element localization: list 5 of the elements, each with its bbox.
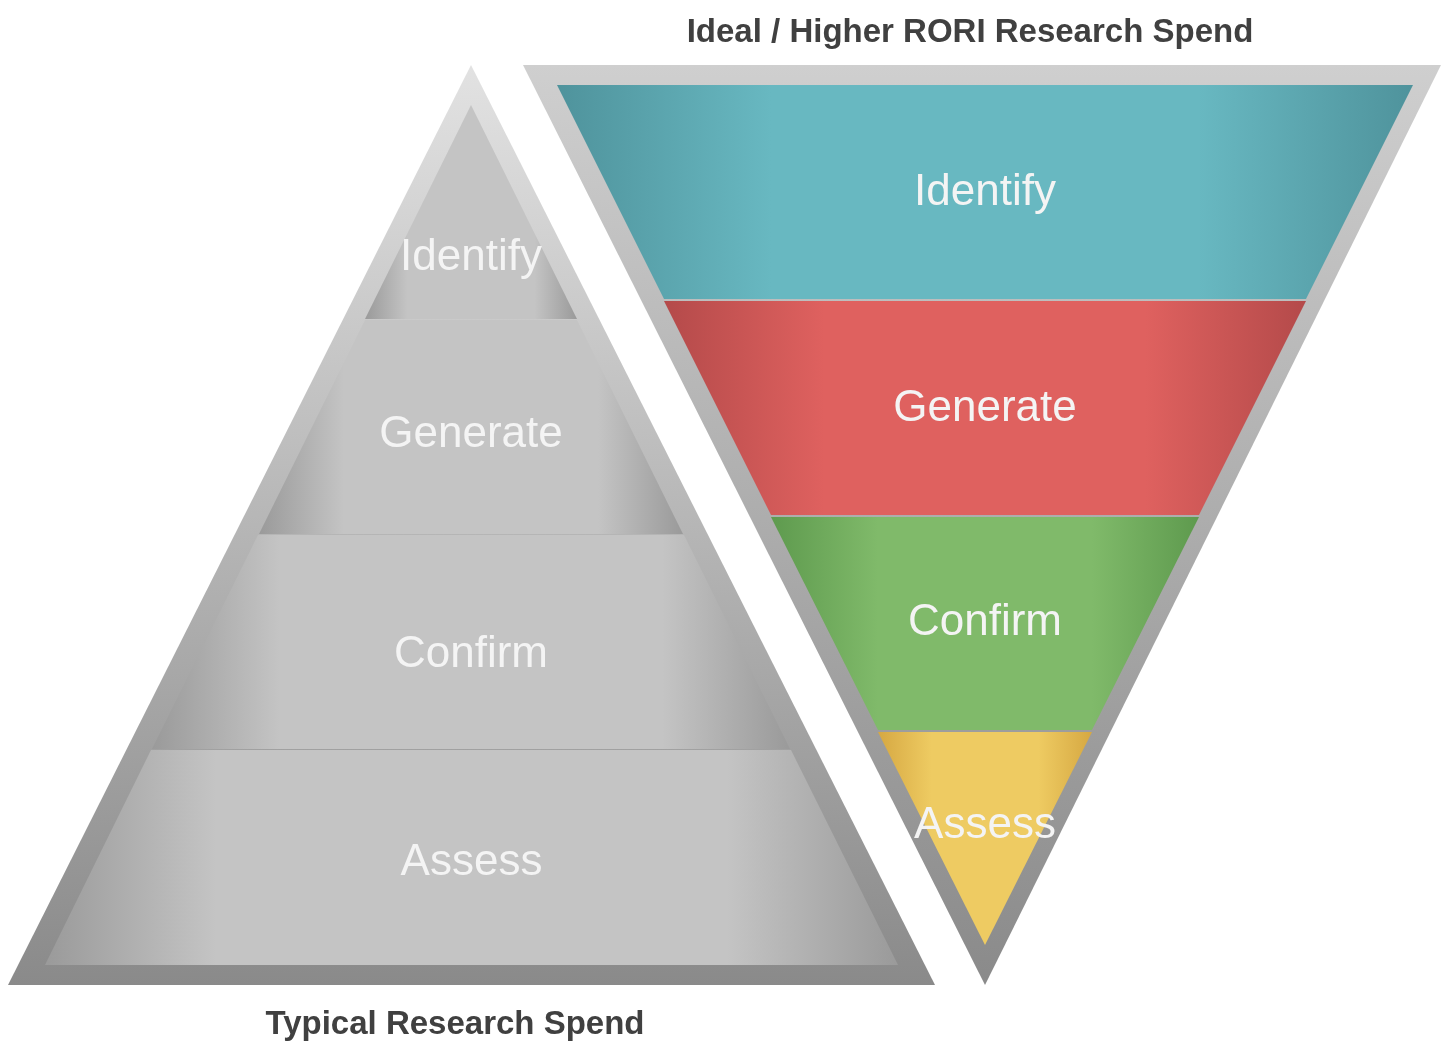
layer-label: Identify [914, 168, 1056, 212]
layer-label: Generate [893, 384, 1077, 428]
diagram-heading: Ideal / Higher RORI Research Spend [686, 13, 1254, 47]
layer-label: Confirm [908, 598, 1062, 642]
diagram-heading: Typical Research Spend [265, 1005, 645, 1039]
